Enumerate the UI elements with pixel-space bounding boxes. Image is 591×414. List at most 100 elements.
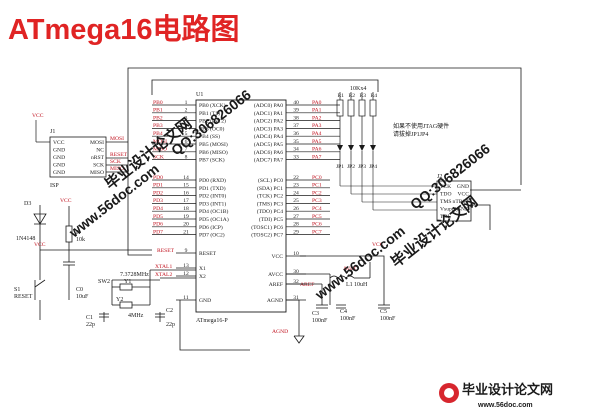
mcu-part-name: ATmega16-P [196,318,228,324]
mcu-pin-number: 17 [183,198,189,204]
vcc-label-right: VCC [372,242,384,248]
net-label: PC6 [312,222,322,228]
mcu-pin-number: 1 [185,100,188,106]
mcu-pin-number: 29 [293,229,299,235]
mcu-pin-name: (TOSC2) PC7 [251,232,283,239]
jumper-arrow [337,145,343,151]
resistor-array-value: 10Kx4 [350,86,366,92]
analog-section [286,262,390,309]
mcu-pin-number: 37 [293,123,299,129]
mcu-pin-name: PD7 (OC2) [199,232,225,239]
net-label: PD5 [153,214,163,220]
net-label: PD6 [153,222,163,228]
page-title: ATmega16电路图 [8,14,240,46]
mcu-pin-name: (TOSC1) PC6 [251,224,283,231]
net-label: PB2 [153,115,163,121]
inductor-value: 10uH [354,282,368,288]
jtag-note-line2: 请拔掉JP1JP4 [393,130,428,138]
net-label: PA0 [312,100,322,106]
resistor-body [358,99,366,117]
net-label: PA7 [312,154,322,160]
reset-switch-label: RESET [14,294,33,300]
mcu-pin-number: 39 [293,108,299,114]
inductor-l1 [329,275,355,279]
net-label: PC3 [312,198,322,204]
isp-pin-label: GND [53,170,65,176]
mcu-pin-name: X1 [199,266,206,272]
crystal-y2-frequency: 4MHz [128,313,144,319]
resistor-body [369,99,377,117]
net-label-aref: AREF [300,282,314,288]
net-label: PB1 [153,108,163,114]
mcu-pin-name: AGND [267,298,283,304]
mcu-pin-number: 35 [293,139,299,145]
net-label: PA1 [312,108,322,114]
jtag-pin-label: TDO [440,192,452,198]
cap-c5-designator: C5 [380,309,387,315]
vcc-label-reset: VCC [34,242,46,248]
mcu-pin-number: 8 [185,154,188,160]
mcu-pin-name: PB4 (SS) [199,133,220,140]
isp-pin-label: MOSI [90,140,104,146]
mcu-pin-name: PD5 (OC1A) [199,216,229,223]
isp-pin-label: VCC [53,140,65,146]
jtag-pin-label: VCC [457,192,469,198]
crystal-c1-value: 22p [86,322,95,328]
mcu-pin-number: 11 [183,295,189,301]
net-label: MOSI [153,139,167,145]
net-label: PB4 [153,131,163,137]
mcu-pin-name: (TCK) PC2 [257,193,283,200]
mcu-pin-number: 38 [293,115,299,121]
mcu-pin-number: 9 [185,248,188,254]
mcu-pin-number: 32 [293,279,299,285]
jtag-pin-label: TDI [440,214,449,220]
net-label-xtal1: XTAL1 [155,264,172,270]
crystal-c2-value: 22p [166,322,175,328]
cap-c4-value: 100nF [340,316,356,322]
mcu-pin-name: (SDA) PC1 [257,185,283,192]
mcu-pin-name: PB1 (T1) [199,110,220,117]
net-label: MISO [153,147,167,153]
mcu-pin-name: (ADC3) PA3 [254,125,283,132]
mcu-pin-number: 3 [185,115,188,121]
mcu-pin-number: 25 [293,198,299,204]
mcu-pin-name: (SCL) PC0 [258,177,283,184]
cap-c4-designator: C4 [340,309,347,315]
isp-vcc-label: VCC [32,113,44,119]
jtag-pin-label: Vsupply [440,207,459,213]
mcu-pin-name: PB7 (SCK) [199,157,225,164]
mcu-pin-number: 15 [183,183,189,189]
isp-pin-label: NC [96,148,104,154]
isp-net-reset: RESET [110,152,128,158]
mcu-pin-name: PD4 (OC1B) [199,208,229,215]
mcu-pin-name: (ADC2) PA2 [254,118,283,125]
mcu-pin-name: PB5 (MOSI) [199,141,228,148]
mcu-pin-name: AREF [269,282,283,288]
mcu-pin-number: 14 [183,175,189,181]
isp-wires [35,120,128,173]
mcu-pin-name: (ADC7) PA7 [254,157,283,164]
crystal-c1-designator: C1 [86,315,93,321]
net-label: PC7 [312,229,322,235]
reset-cap-value: 10uF [76,294,89,300]
net-label: PC0 [312,175,322,181]
mcu-pin-number: 12 [183,271,189,277]
inductor-designator: L1 [346,282,353,288]
mcu-pin-number: 22 [293,175,299,181]
mcu-pin-number: 10 [293,251,299,257]
jtag-pin-label: TMS [440,199,452,205]
mcu-pin-number: 2 [185,108,188,114]
mcu-designator: U1 [196,92,203,98]
net-label: PD3 [153,198,163,204]
net-label: PD1 [153,183,163,189]
mcu-pin-number: 33 [293,154,299,160]
net-label: PD7 [153,229,163,235]
mcu-pin-name: PD6 (ICP) [199,224,223,231]
net-label: PA2 [312,115,322,121]
